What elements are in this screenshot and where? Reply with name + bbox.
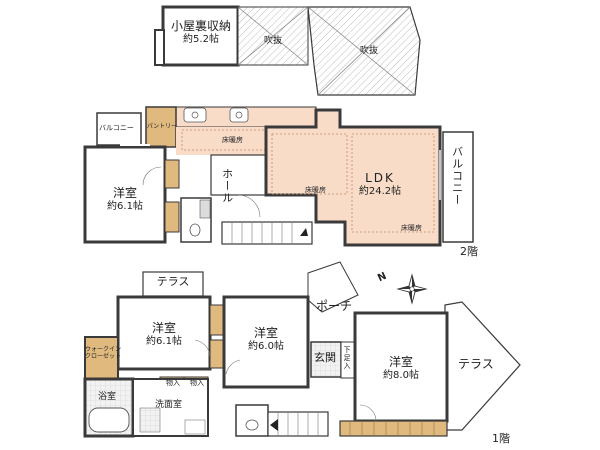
- ldk-name: LDK: [365, 171, 395, 185]
- bedroom-2f: [83, 145, 167, 244]
- ldk-label: LDK 約24.2帖: [340, 171, 420, 197]
- bedroom-a-area: 約6.1帖: [146, 335, 182, 347]
- terrace-right-label: テラス: [458, 357, 494, 371]
- entrance-label: 玄関: [314, 351, 336, 364]
- toilet-1f: [235, 404, 269, 437]
- ldk-room: [264, 108, 442, 247]
- staircase-2f: [221, 221, 313, 245]
- terrace-top: [142, 271, 204, 297]
- walk-in-closet: [84, 336, 119, 380]
- balcony-right-label: バルコニー: [450, 146, 464, 206]
- floor-1-tag: 1階: [492, 432, 510, 445]
- entrance: [310, 341, 342, 378]
- bedroom-a-label: 洋室 約6.1帖: [134, 321, 194, 347]
- floor-heating-ldk-b: 床暖房: [401, 224, 422, 232]
- floor-heating-kitchen: 床暖房: [222, 136, 243, 144]
- compass-rose-icon: [396, 273, 428, 305]
- walk-in-closet-line1: ウォークイン: [85, 346, 122, 353]
- bedroom-c-name: 洋室: [388, 355, 413, 369]
- bedroom-b-label: 洋室 約6.0帖: [236, 326, 296, 352]
- floor-heating-ldk-a: 床暖房: [305, 186, 326, 194]
- walk-in-closet-line2: クローゼット: [85, 352, 122, 360]
- hall-label: ホール: [220, 168, 234, 204]
- bedroom-2f-area: 約6.1帖: [107, 200, 143, 212]
- ldk-area: 約24.2帖: [358, 185, 402, 197]
- void-right-label: 吹抜: [360, 46, 379, 56]
- deck-strip: [339, 420, 448, 437]
- first-floor: [83, 261, 521, 438]
- walk-in-closet-label: ウォークイン クローゼット: [85, 346, 122, 361]
- storage-2-label: 物入: [190, 379, 204, 387]
- bedroom-c-area: 約8.0帖: [383, 369, 419, 381]
- shoe-box-label: 下足入: [343, 346, 352, 370]
- bedroom-b-area: 約6.0帖: [248, 340, 284, 352]
- balcony-right: [442, 131, 474, 243]
- attic-storage-area: 約5.2帖: [183, 33, 219, 45]
- staircase-1f: [267, 411, 329, 437]
- bedroom-b-1f: [222, 295, 310, 389]
- floor-2-tag: 2階: [460, 245, 478, 258]
- pantry-label: パントリー: [146, 123, 178, 130]
- porch-label: ポーチ: [316, 299, 353, 313]
- attic-storage-name: 小屋裏収納: [170, 19, 231, 33]
- attic-storage-label: 小屋裏収納 約5.2帖: [166, 19, 236, 45]
- hall-2f: [210, 154, 267, 196]
- balcony-left-label: バルコニー: [99, 124, 134, 132]
- bedroom-a-name: 洋室: [151, 321, 176, 335]
- washroom-label: 洗面室: [155, 400, 183, 410]
- attic-void-left: [237, 6, 309, 66]
- void-left-label: 吹抜: [264, 36, 283, 46]
- terrace-top-label: テラス: [156, 275, 190, 288]
- balcony-left: [96, 112, 142, 146]
- bedroom-c-label: 洋室 約8.0帖: [371, 355, 431, 381]
- bedroom-2f-label: 洋室 約6.1帖: [95, 186, 155, 212]
- second-floor: [83, 106, 474, 247]
- bedroom-2f-name: 洋室: [112, 186, 137, 200]
- bedroom-b-name: 洋室: [253, 326, 278, 340]
- attic-floor: [154, 5, 421, 96]
- attic-void-right: [307, 6, 421, 96]
- storage-1-label: 物入: [166, 379, 180, 387]
- bath-label: 浴室: [98, 392, 117, 402]
